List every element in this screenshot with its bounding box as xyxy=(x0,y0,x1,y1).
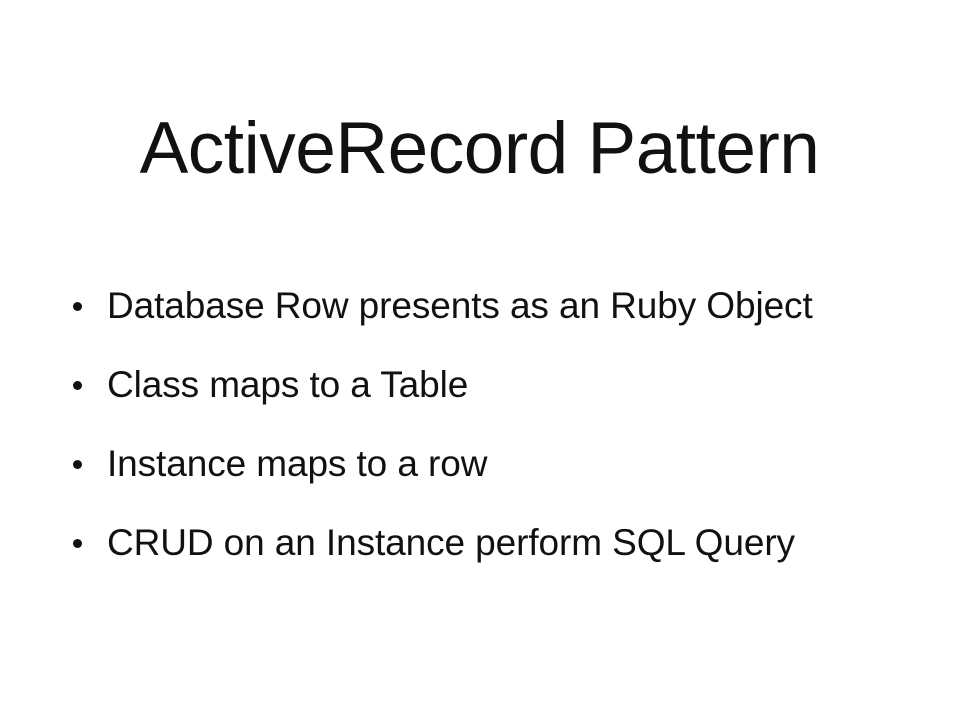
bullet-point-icon xyxy=(73,381,82,390)
bullet-list: Database Row presents as an Ruby Object … xyxy=(66,282,906,598)
bullet-point-icon xyxy=(73,460,82,469)
list-item-label: Database Row presents as an Ruby Object xyxy=(107,285,813,326)
bullet-point-icon xyxy=(73,302,82,311)
list-item: Instance maps to a row xyxy=(66,440,906,519)
list-item-label: Instance maps to a row xyxy=(107,443,488,484)
list-item: Database Row presents as an Ruby Object xyxy=(66,282,906,361)
list-item: CRUD on an Instance perform SQL Query xyxy=(66,519,906,598)
slide-title: ActiveRecord Pattern xyxy=(139,107,820,189)
list-item-label: CRUD on an Instance perform SQL Query xyxy=(107,522,795,563)
bullet-point-icon xyxy=(73,539,82,548)
list-item-label: Class maps to a Table xyxy=(107,364,469,405)
list-item: Class maps to a Table xyxy=(66,361,906,440)
